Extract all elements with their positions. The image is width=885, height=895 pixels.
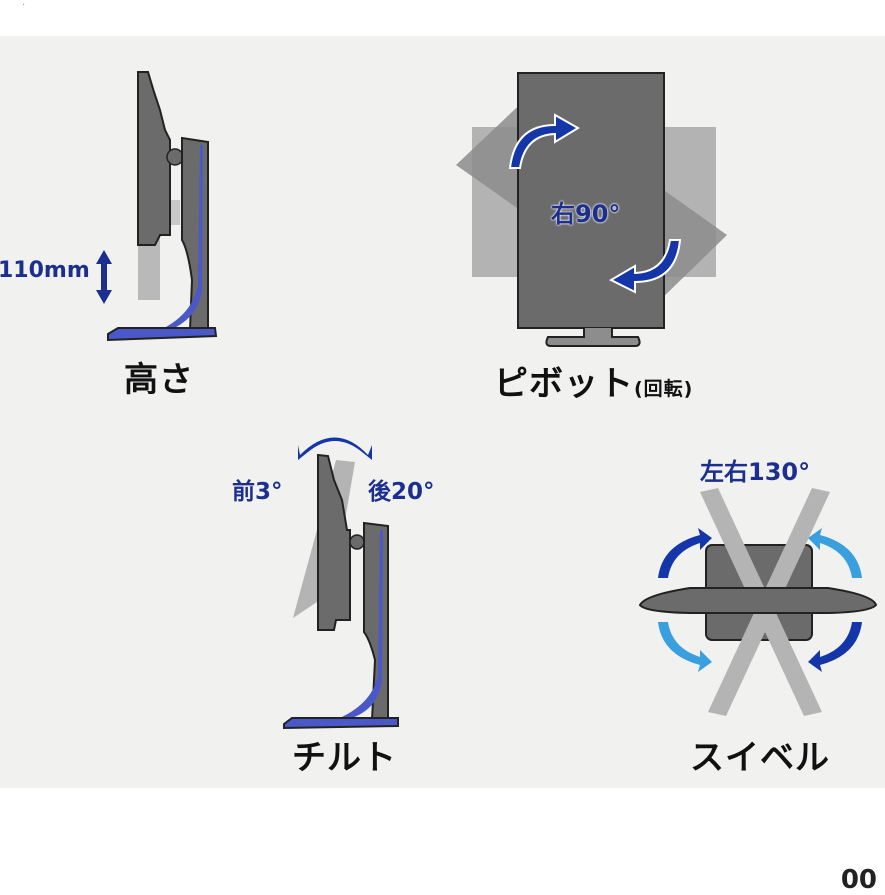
pivot-title: ピボット(回転) [494, 356, 693, 405]
tilt-forward-label: 前3° [232, 479, 283, 505]
swivel-angle-label: 左右130° [700, 458, 811, 486]
monitor-pivot-icon [456, 72, 727, 347]
corner-fragment-text: 00 [840, 865, 877, 895]
swivel-title: スイベル [690, 738, 830, 778]
tilt-illustration: 前3° 後20° [220, 420, 460, 730]
monitor-swivel-icon [638, 488, 878, 716]
pivot-angle-label: 右90° [551, 200, 621, 228]
monitor-side-height-icon [96, 71, 218, 342]
pivot-title-sub: (回転) [634, 378, 694, 400]
height-title: 高さ [124, 360, 194, 400]
pivot-title-main: ピボット [494, 364, 634, 404]
height-illustration: 110mm [0, 60, 230, 350]
top-mark: · [22, 0, 26, 11]
tilt-title: チルト [292, 738, 397, 778]
tilt-backward-label: 後20° [368, 479, 435, 505]
monitor-tilt-icon [283, 437, 399, 730]
height-range-label: 110mm [0, 258, 90, 283]
pivot-illustration: 右90° [440, 60, 740, 350]
swivel-illustration: 左右130° [630, 440, 885, 730]
